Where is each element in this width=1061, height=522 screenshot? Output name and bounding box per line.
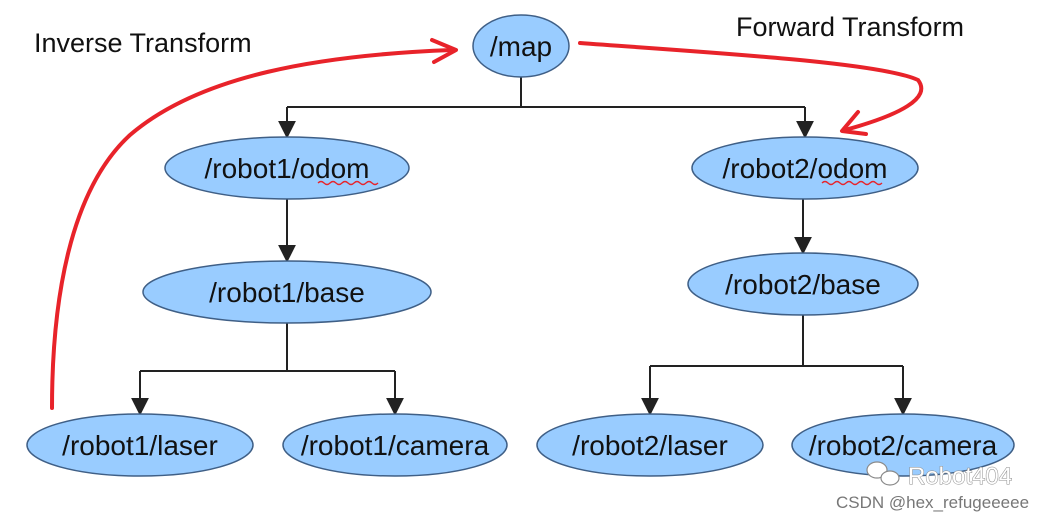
node-robot1-camera-label: /robot1/camera bbox=[301, 430, 490, 461]
node-robot2-laser: /robot2/laser bbox=[536, 413, 764, 477]
spellcheck-squiggle bbox=[317, 180, 379, 186]
node-robot1-laser-label: /robot1/laser bbox=[62, 430, 218, 461]
edge-robot2-base-split bbox=[650, 315, 903, 367]
node-robot1-camera: /robot1/camera bbox=[282, 413, 508, 477]
edge-robot1-base-split bbox=[140, 323, 395, 372]
node-robot2-odom: /robot2/odom bbox=[691, 136, 919, 200]
node-robot2-laser-label: /robot2/laser bbox=[572, 430, 728, 461]
inverse-transform-label: Inverse Transform bbox=[34, 28, 252, 58]
node-robot1-base: /robot1/base bbox=[142, 260, 432, 324]
watermark-credit: CSDN @hex_refugeeeee bbox=[836, 493, 1029, 512]
node-map-label: /map bbox=[490, 31, 552, 62]
node-robot1-base-label: /robot1/base bbox=[209, 277, 365, 308]
node-robot2-odom-label: /robot2/odom bbox=[723, 153, 888, 184]
node-map: /map bbox=[472, 14, 570, 78]
node-robot2-base: /robot2/base bbox=[687, 252, 919, 316]
edge-map-to-odoms bbox=[287, 77, 805, 108]
node-robot2-base-label: /robot2/base bbox=[725, 269, 881, 300]
tree-edges bbox=[131, 77, 912, 416]
wechat-icon bbox=[866, 461, 900, 486]
watermark: Robot404 CSDN @hex_refugeeeee bbox=[836, 461, 1029, 512]
forward-transform-label: Forward Transform bbox=[736, 12, 964, 42]
node-robot1-laser: /robot1/laser bbox=[26, 413, 254, 477]
forward-transform-arrow bbox=[578, 41, 924, 136]
watermark-brand: Robot404 bbox=[908, 463, 1012, 490]
node-robot1-odom: /robot1/odom bbox=[164, 136, 410, 200]
node-robot1-odom-label: /robot1/odom bbox=[205, 153, 370, 184]
node-robot2-camera: /robot2/camera bbox=[791, 413, 1015, 477]
spellcheck-squiggle bbox=[821, 180, 883, 186]
node-robot2-camera-label: /robot2/camera bbox=[809, 430, 998, 461]
inverse-transform-arrow bbox=[50, 38, 458, 410]
